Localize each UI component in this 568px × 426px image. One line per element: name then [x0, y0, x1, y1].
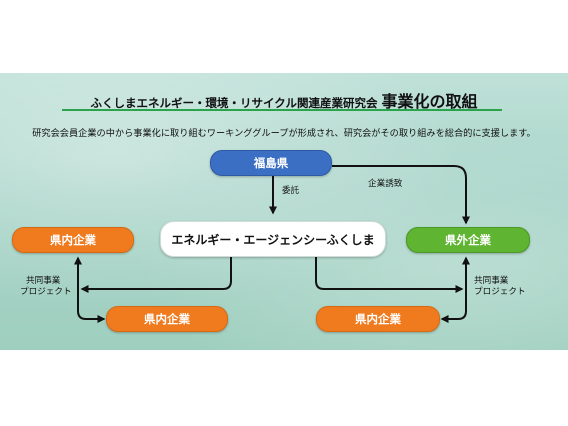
diagram-panel: ふくしまエネルギー・環境・リサイクル関連産業研究会事業化の取組 研究会会員企業の…	[0, 73, 568, 350]
arrow-joint-right	[315, 256, 464, 293]
label-joint-right-line1: 共同事業	[474, 276, 509, 286]
node-local-company-right-bottom: 県内企業	[316, 306, 440, 332]
arrow-invite	[332, 165, 470, 225]
node-outside-company: 県外企業	[406, 227, 530, 253]
title-main: 事業化の取組	[381, 92, 478, 111]
label-entrust: 委託	[282, 186, 300, 196]
label-joint-left-line2: プロジェクト	[20, 287, 72, 297]
arrows	[74, 165, 470, 323]
label-invite: 企業誘致	[368, 179, 403, 189]
arrow-right-down	[440, 289, 467, 323]
title: ふくしまエネルギー・環境・リサイクル関連産業研究会事業化の取組	[0, 88, 568, 112]
node-fukushima-prefecture: 福島県	[210, 150, 332, 176]
arrow-joint-left	[80, 256, 232, 293]
node-energy-agency-fukushima: エネルギー・エージェンシーふくしま	[160, 221, 386, 257]
arrow-left-down	[77, 289, 106, 323]
title-underline	[62, 109, 502, 111]
node-local-company-left-top: 県内企業	[12, 227, 134, 253]
label-joint-right: 共同事業 プロジェクト	[474, 276, 526, 298]
label-joint-right-line2: プロジェクト	[474, 287, 526, 297]
title-prefix: ふくしまエネルギー・環境・リサイクル関連産業研究会	[90, 96, 378, 110]
label-joint-left-line1: 共同事業	[26, 276, 61, 286]
label-joint-left: 共同事業 プロジェクト	[20, 276, 72, 298]
node-local-company-left-bottom: 県内企業	[106, 306, 228, 332]
description: 研究会会員企業の中から事業化に取り組むワーキンググループが形成され、研究会がその…	[32, 128, 536, 139]
